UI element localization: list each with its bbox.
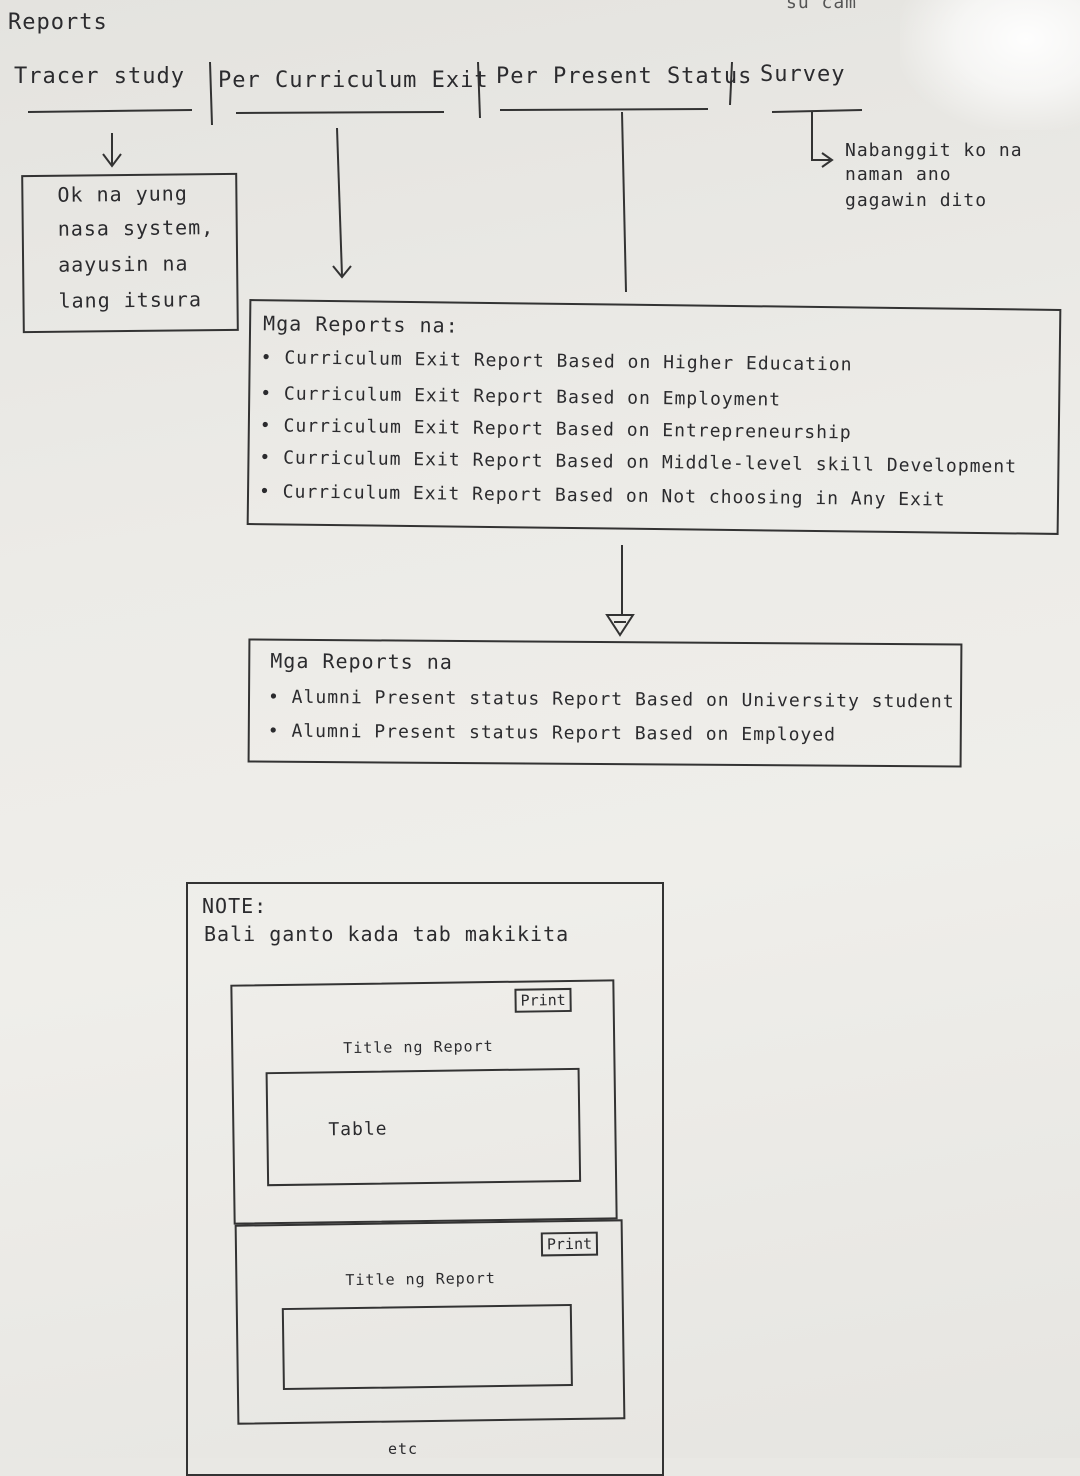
arrow-curriculum-head	[332, 265, 352, 279]
table-label: Table	[328, 1118, 388, 1141]
note-label: NOTE:	[202, 894, 268, 918]
tab-underline	[771, 109, 863, 113]
status-reports-title: Mga Reports na	[270, 648, 453, 674]
tracer-note-box: Ok na yung nasa system, aayusin na lang …	[21, 172, 239, 334]
report-title: Title ng Report	[345, 1269, 496, 1290]
tracer-note-line: Ok na yung	[57, 181, 188, 207]
report-card: Print Title ng Report Table	[230, 979, 618, 1225]
tab-per-curriculum-exit[interactable]: Per Curriculum Exit	[218, 68, 489, 93]
tracer-note-line: nasa system,	[57, 215, 215, 241]
status-report-item: Alumni Present status Report Based on Un…	[268, 687, 955, 713]
line-present-status	[621, 111, 627, 293]
survey-note-line: naman ano	[845, 164, 952, 185]
tracer-note-line: lang itsura	[58, 287, 203, 313]
report-table	[281, 1304, 573, 1391]
curriculum-report-item: Curriculum Exit Report Based on Higher E…	[261, 347, 852, 375]
tab-separator	[729, 61, 733, 106]
tab-separator	[209, 61, 213, 126]
tab-underline	[27, 109, 193, 113]
tab-tracer-study[interactable]: Tracer study	[14, 64, 185, 89]
curriculum-report-item: Curriculum Exit Report Based on Employme…	[260, 383, 781, 410]
note-frame: NOTE: Bali ganto kada tab makikita Print…	[186, 882, 664, 1476]
tab-survey[interactable]: Survey	[760, 62, 846, 87]
tab-underline	[499, 108, 709, 111]
status-report-item: Alumni Present status Report Based on Em…	[268, 721, 836, 746]
curriculum-report-item: Curriculum Exit Report Based on Not choo…	[259, 481, 946, 510]
page-heading: Reports	[8, 10, 108, 35]
arrow-survey	[811, 112, 830, 161]
curriculum-report-item: Curriculum Exit Report Based on Middle-l…	[259, 447, 1017, 477]
tab-separator	[477, 61, 481, 119]
report-title: Title ng Report	[343, 1037, 494, 1058]
curriculum-reports-box: Mga Reports na: Curriculum Exit Report B…	[246, 299, 1062, 535]
report-table: Table	[265, 1067, 582, 1187]
etc-text: etc	[388, 1440, 419, 1458]
arrow-to-status-head	[605, 614, 635, 637]
status-reports-box: Mga Reports na Alumni Present status Rep…	[247, 638, 963, 768]
tracer-note-line: aayusin na	[57, 251, 189, 277]
top-scribble: su cam	[786, 0, 858, 13]
tab-per-present-status[interactable]: Per Present Status	[496, 64, 753, 89]
curriculum-reports-title: Mga Reports na:	[262, 311, 459, 338]
light-glare	[900, 0, 1080, 130]
arrow-survey-head	[821, 152, 834, 168]
survey-note-line: gagawin dito	[845, 190, 988, 211]
curriculum-report-item: Curriculum Exit Report Based on Entrepre…	[260, 415, 851, 443]
report-card: Print Title ng Report	[234, 1219, 626, 1425]
survey-note-line: Nabanggit ko na	[845, 140, 1023, 161]
note-text: Bali ganto kada tab makikita	[204, 922, 570, 946]
print-button[interactable]: Print	[540, 1231, 599, 1257]
arrow-curriculum	[336, 127, 343, 277]
tab-underline	[235, 111, 445, 114]
print-button[interactable]: Print	[514, 987, 572, 1013]
arrow-tracer-head	[102, 153, 122, 168]
